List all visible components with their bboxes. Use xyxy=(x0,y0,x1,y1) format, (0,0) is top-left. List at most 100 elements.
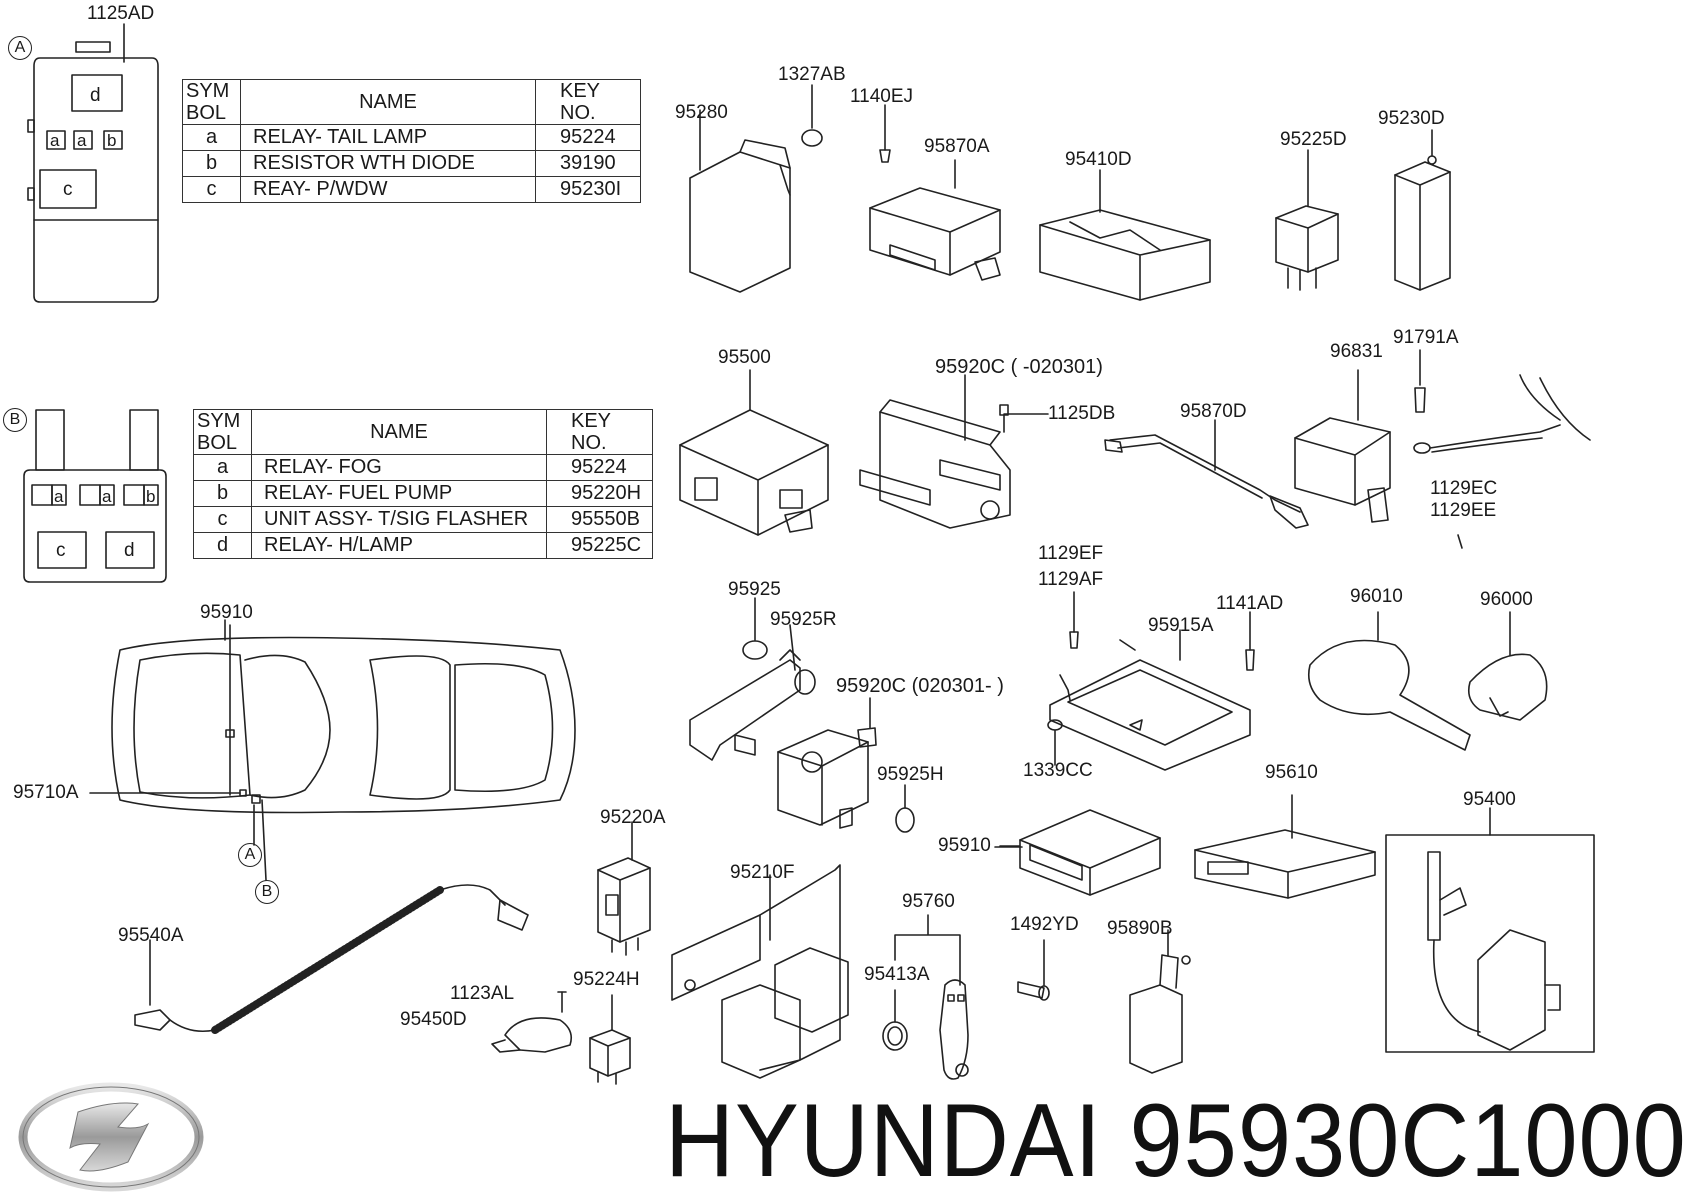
part-1125DB-drawing xyxy=(999,404,1049,433)
part-95920C-lower-drawing xyxy=(777,697,877,829)
label-95910-module: 95910 xyxy=(938,835,991,856)
label-1140EJ: 1140EJ xyxy=(850,86,914,107)
label-96831: 96831 xyxy=(1330,341,1383,362)
part-95230D-drawing xyxy=(1394,129,1451,291)
box-b-letter-b: b xyxy=(146,487,156,506)
part-95890B-drawing xyxy=(1129,929,1191,1074)
part-95760-drawing xyxy=(882,914,969,1080)
part-1140EJ-drawing xyxy=(879,104,891,163)
box-b-letter-c: c xyxy=(56,540,66,561)
row-name: REAY- P/WDW xyxy=(240,176,536,203)
header-name: NAME xyxy=(240,79,536,125)
legend-table-a-header: SYM BOL NAME KEY NO. xyxy=(182,79,641,125)
header-key-no: KEY NO. xyxy=(535,79,641,125)
part-1129EC-pin xyxy=(1457,534,1463,549)
label-95870A: 95870A xyxy=(924,136,990,157)
part-95210F-drawing xyxy=(671,864,849,1079)
label-95925H: 95925H xyxy=(877,764,944,785)
part-95925-bracket-drawing xyxy=(689,597,816,761)
label-95410D: 95410D xyxy=(1065,149,1132,170)
row-name: RELAY- FUEL PUMP xyxy=(251,480,547,507)
junction-box-a-drawing xyxy=(27,23,159,303)
row-key: 95220H xyxy=(546,480,653,507)
parts-diagram: A B A B d a a b c a a b c d 1125AD SYM B… xyxy=(3,3,1686,1199)
label-1125DB: 1125DB xyxy=(1048,403,1116,424)
part-1129EF-drawing xyxy=(1069,591,1079,649)
label-1129EF: 1129EF xyxy=(1038,543,1104,564)
marker-b-top: B xyxy=(3,408,27,432)
part-95915A-drawing xyxy=(1049,629,1251,771)
label-95710A: 95710A xyxy=(13,782,79,803)
label-1141AD: 1141AD xyxy=(1216,593,1284,614)
row-symbol: a xyxy=(182,124,241,151)
part-95410D-drawing xyxy=(1039,169,1211,301)
label-1129EC: 1129EC xyxy=(1430,478,1498,499)
label-1123AL: 1123AL xyxy=(450,983,515,1004)
table-row: b RELAY- FUEL PUMP 95220H xyxy=(193,480,653,507)
part-95400-drawing xyxy=(1385,807,1595,1053)
label-95220A: 95220A xyxy=(600,807,666,828)
table-row: c UNIT ASSY- T/SIG FLASHER 95550B xyxy=(193,506,653,533)
part-96831-drawing xyxy=(1294,369,1391,523)
label-95500: 95500 xyxy=(718,347,771,368)
label-95760: 95760 xyxy=(902,891,955,912)
part-95925H-drawing xyxy=(895,784,915,833)
part-95280-drawing xyxy=(689,84,823,293)
box-b-letter-a2: a xyxy=(102,487,112,506)
label-95280: 95280 xyxy=(675,102,728,123)
part-95870D-drawing xyxy=(1104,419,1309,529)
row-key: 95230I xyxy=(535,176,641,203)
table-row: b RESISTOR WTH DIODE 39190 xyxy=(182,150,641,177)
part-95910-module-drawing xyxy=(994,809,1161,896)
label-95413A: 95413A xyxy=(864,964,930,985)
row-symbol: c xyxy=(193,506,252,533)
label-1125AD: 1125AD xyxy=(87,3,155,24)
label-1492YD: 1492YD xyxy=(1010,914,1079,935)
part-91791A-drawing xyxy=(1413,349,1591,454)
label-95230D: 95230D xyxy=(1378,108,1445,129)
row-symbol: b xyxy=(193,480,252,507)
legend-table-b: SYM BOL NAME KEY NO. a RELAY- FOG 95224 … xyxy=(193,409,653,559)
label-95925R: 95925R xyxy=(770,609,837,630)
row-symbol: d xyxy=(193,532,252,559)
label-95870D: 95870D xyxy=(1180,401,1247,422)
label-1129EE: 1129EE xyxy=(1430,500,1497,521)
box-a-letter-b: b xyxy=(107,131,117,150)
label-96010: 96010 xyxy=(1350,586,1403,607)
label-95210F: 95210F xyxy=(730,862,795,883)
row-name: UNIT ASSY- T/SIG FLASHER xyxy=(251,506,547,533)
part-95540A-drawing xyxy=(134,884,529,1034)
label-1129AF: 1129AF xyxy=(1038,569,1104,590)
table-row: a RELAY- FOG 95224 xyxy=(193,454,653,481)
row-name: RELAY- H/LAMP xyxy=(251,532,547,559)
label-1327AB: 1327AB xyxy=(778,64,846,85)
part-96010-drawing xyxy=(1307,611,1471,751)
brand-part-number: HYUNDAI 95930C1000 xyxy=(665,1083,1687,1199)
label-95610: 95610 xyxy=(1265,762,1318,783)
row-symbol: c xyxy=(182,176,241,203)
label-95920C-upper: 95920C ( -020301) xyxy=(935,356,1103,378)
legend-table-a: SYM BOL NAME KEY NO. a RELAY- TAIL LAMP … xyxy=(182,79,641,203)
label-95915A: 95915A xyxy=(1148,615,1214,636)
part-95450D-drawing xyxy=(491,991,573,1053)
box-b-letter-d: d xyxy=(124,540,135,561)
row-name: RELAY- TAIL LAMP xyxy=(240,124,536,151)
part-95225D-drawing xyxy=(1275,149,1339,291)
row-symbol: a xyxy=(193,454,252,481)
part-1141AD-drawing xyxy=(1245,611,1255,671)
table-row: d RELAY- H/LAMP 95225C xyxy=(193,532,653,559)
part-95920C-upper-drawing xyxy=(859,374,1011,529)
label-95540A: 95540A xyxy=(118,925,184,946)
hyundai-logo xyxy=(18,1082,204,1192)
table-row: c REAY- P/WDW 95230I xyxy=(182,176,641,203)
part-1339CC-drawing xyxy=(1047,719,1063,766)
junction-box-b-drawing xyxy=(23,409,167,583)
table-row: a RELAY- TAIL LAMP 95224 xyxy=(182,124,641,151)
label-96000: 96000 xyxy=(1480,589,1533,610)
part-96000-drawing xyxy=(1467,611,1548,721)
part-95224H-drawing xyxy=(589,994,631,1085)
label-95225D: 95225D xyxy=(1280,129,1347,150)
marker-a-car: A xyxy=(238,843,262,867)
label-95400: 95400 xyxy=(1463,789,1516,810)
part-95610-drawing xyxy=(1194,794,1376,899)
